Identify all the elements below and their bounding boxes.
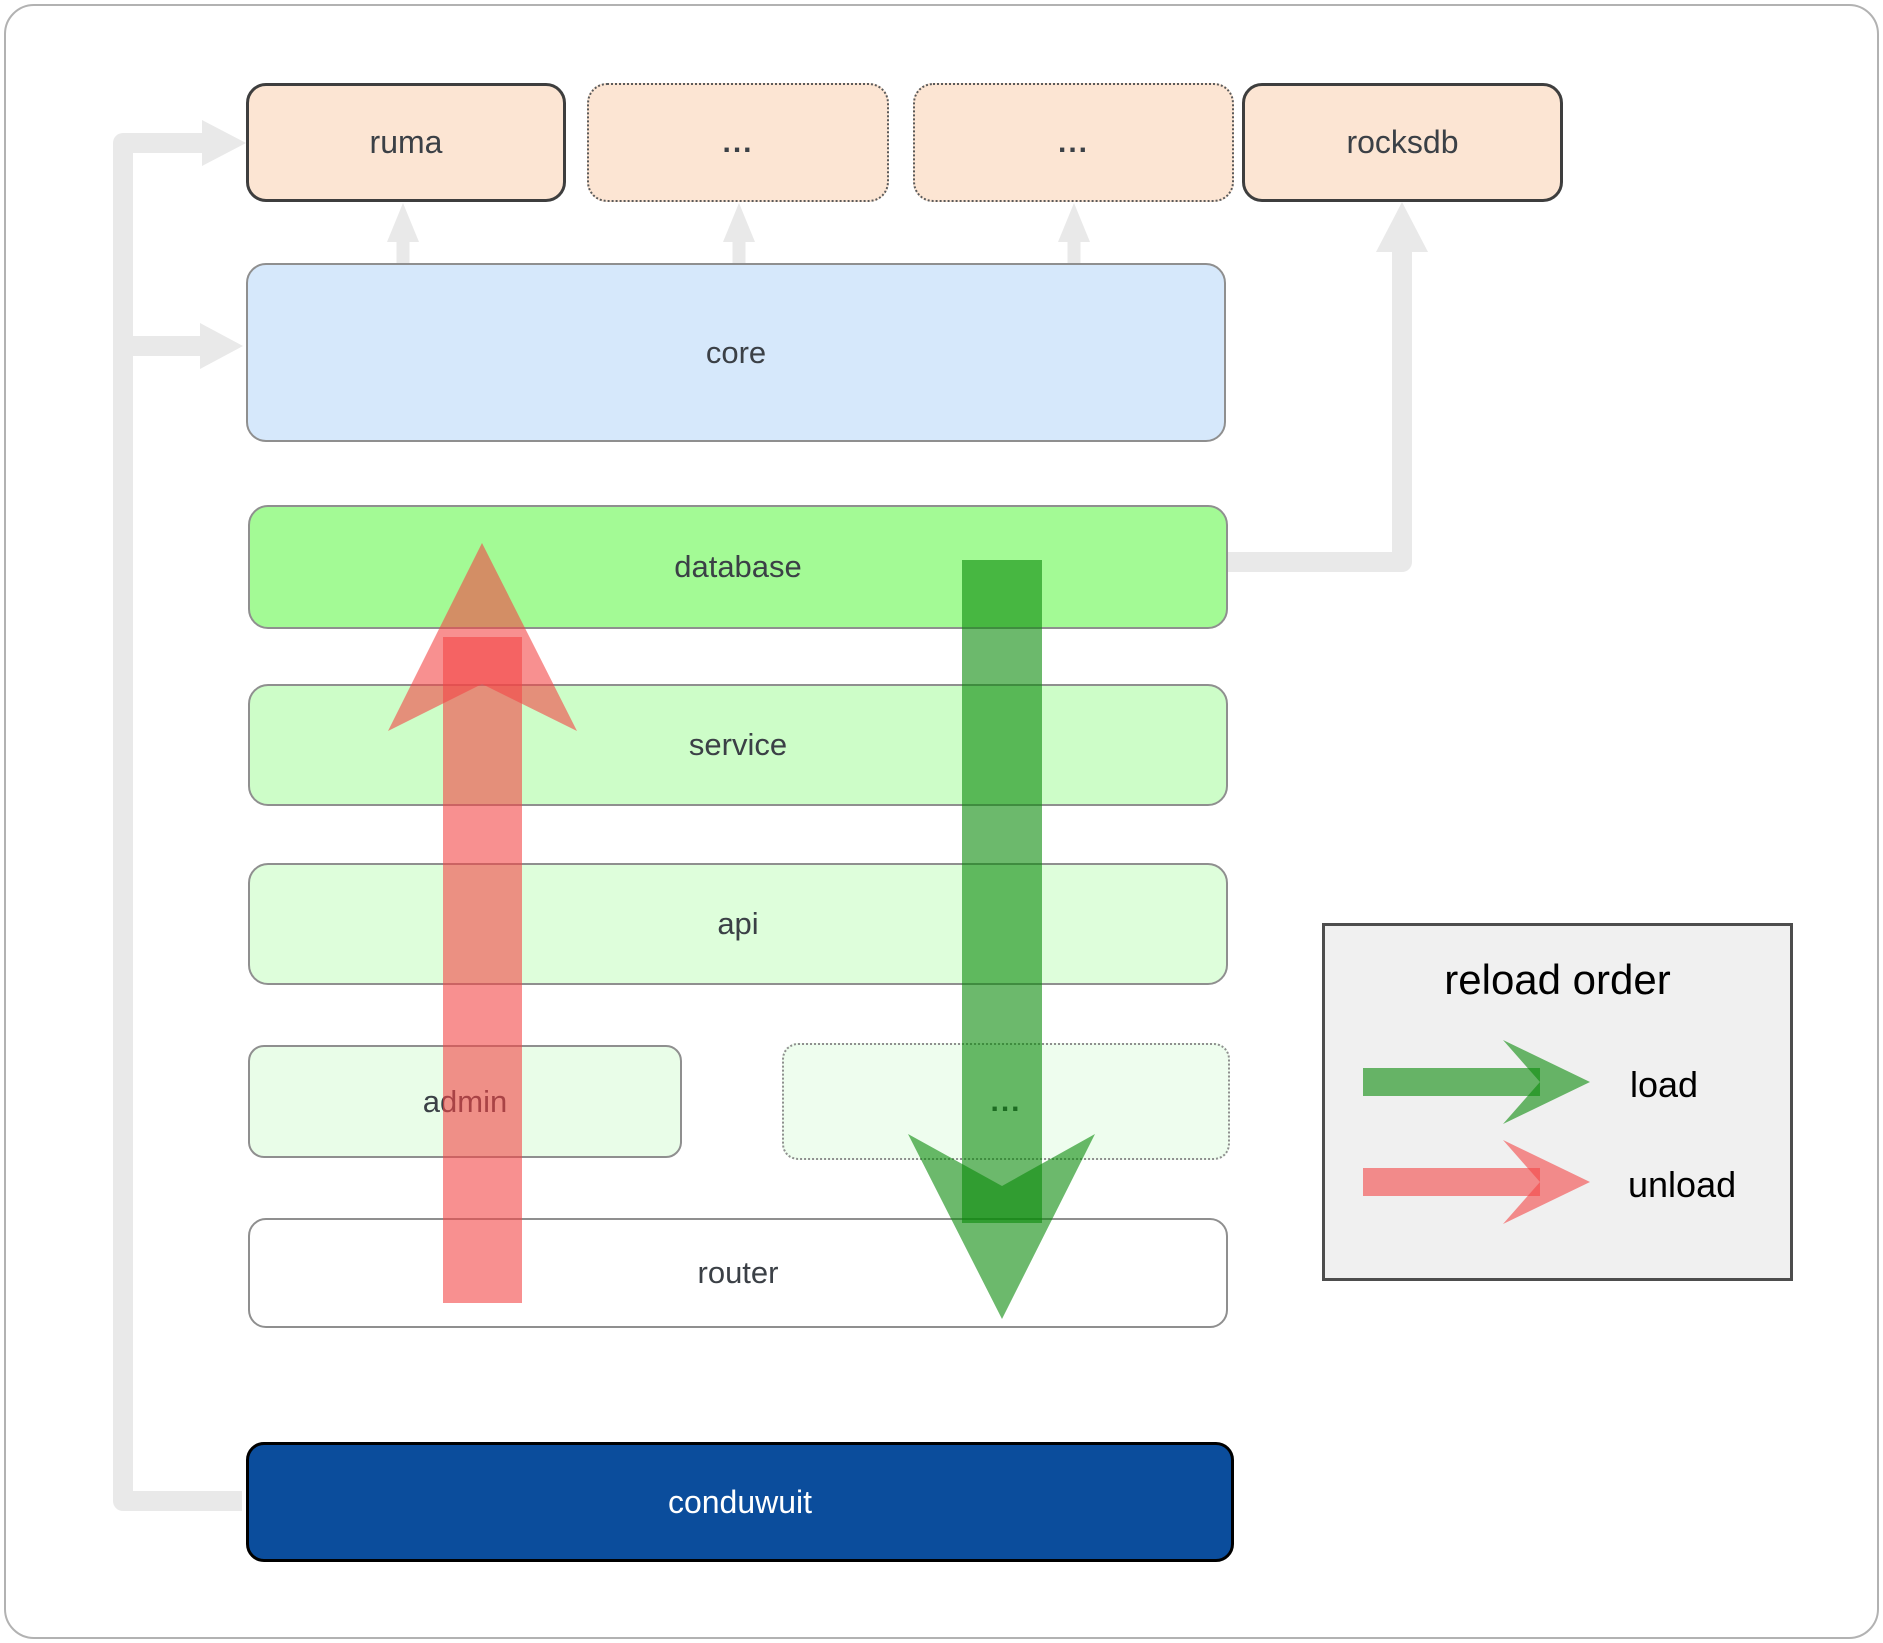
box-router-label: router (697, 1255, 779, 1290)
legend-load-label: load (1630, 1064, 1699, 1105)
box-rocksdb-label: rocksdb (1346, 124, 1459, 160)
legend-unload-label: unload (1628, 1164, 1737, 1205)
box-core-label: core (705, 334, 767, 370)
box-ellipsis-admin: ... (782, 1043, 1230, 1160)
box-ellipsis-top-1: ... (587, 83, 889, 202)
box-api-label: api (717, 906, 759, 941)
box-api: api (248, 863, 1228, 985)
box-router: router (248, 1218, 1228, 1328)
box-admin: admin (248, 1045, 682, 1158)
core-to-ellipsis1-arrowhead-icon (723, 203, 755, 242)
rocksdb-arrowhead-icon (1376, 202, 1428, 252)
box-database-label: database (674, 549, 802, 584)
core-arrowhead-icon (200, 323, 243, 369)
box-ruma: ruma (246, 83, 566, 202)
box-core: core (246, 263, 1226, 442)
core-to-ruma-arrowhead-icon (387, 203, 419, 242)
database-to-rocksdb-connector-line (1228, 250, 1412, 572)
box-ellipsis-top-1-label: ... (722, 125, 754, 159)
box-ellipsis-admin-label: ... (990, 1084, 1022, 1118)
box-database: database (248, 505, 1228, 629)
ruma-arrowhead-icon (202, 120, 246, 166)
legend-title: reload order (1444, 956, 1671, 1003)
legend: reload order load unload (1322, 923, 1793, 1281)
box-service-label: service (688, 727, 788, 762)
conduwuit-to-ruma-connector-line (113, 133, 242, 1511)
box-ellipsis-top-2: ... (913, 83, 1234, 202)
box-service: service (248, 684, 1228, 806)
core-to-ellipsis2-arrowhead-icon (1058, 203, 1090, 242)
box-admin-label: admin (422, 1083, 508, 1119)
box-ruma-label: ruma (369, 124, 443, 160)
box-ellipsis-top-2-label: ... (1057, 125, 1089, 159)
outer-frame (4, 4, 1879, 1639)
box-conduwuit-label: conduwuit (667, 1483, 813, 1520)
box-conduwuit: conduwuit (246, 1442, 1234, 1562)
box-rocksdb: rocksdb (1242, 83, 1563, 202)
